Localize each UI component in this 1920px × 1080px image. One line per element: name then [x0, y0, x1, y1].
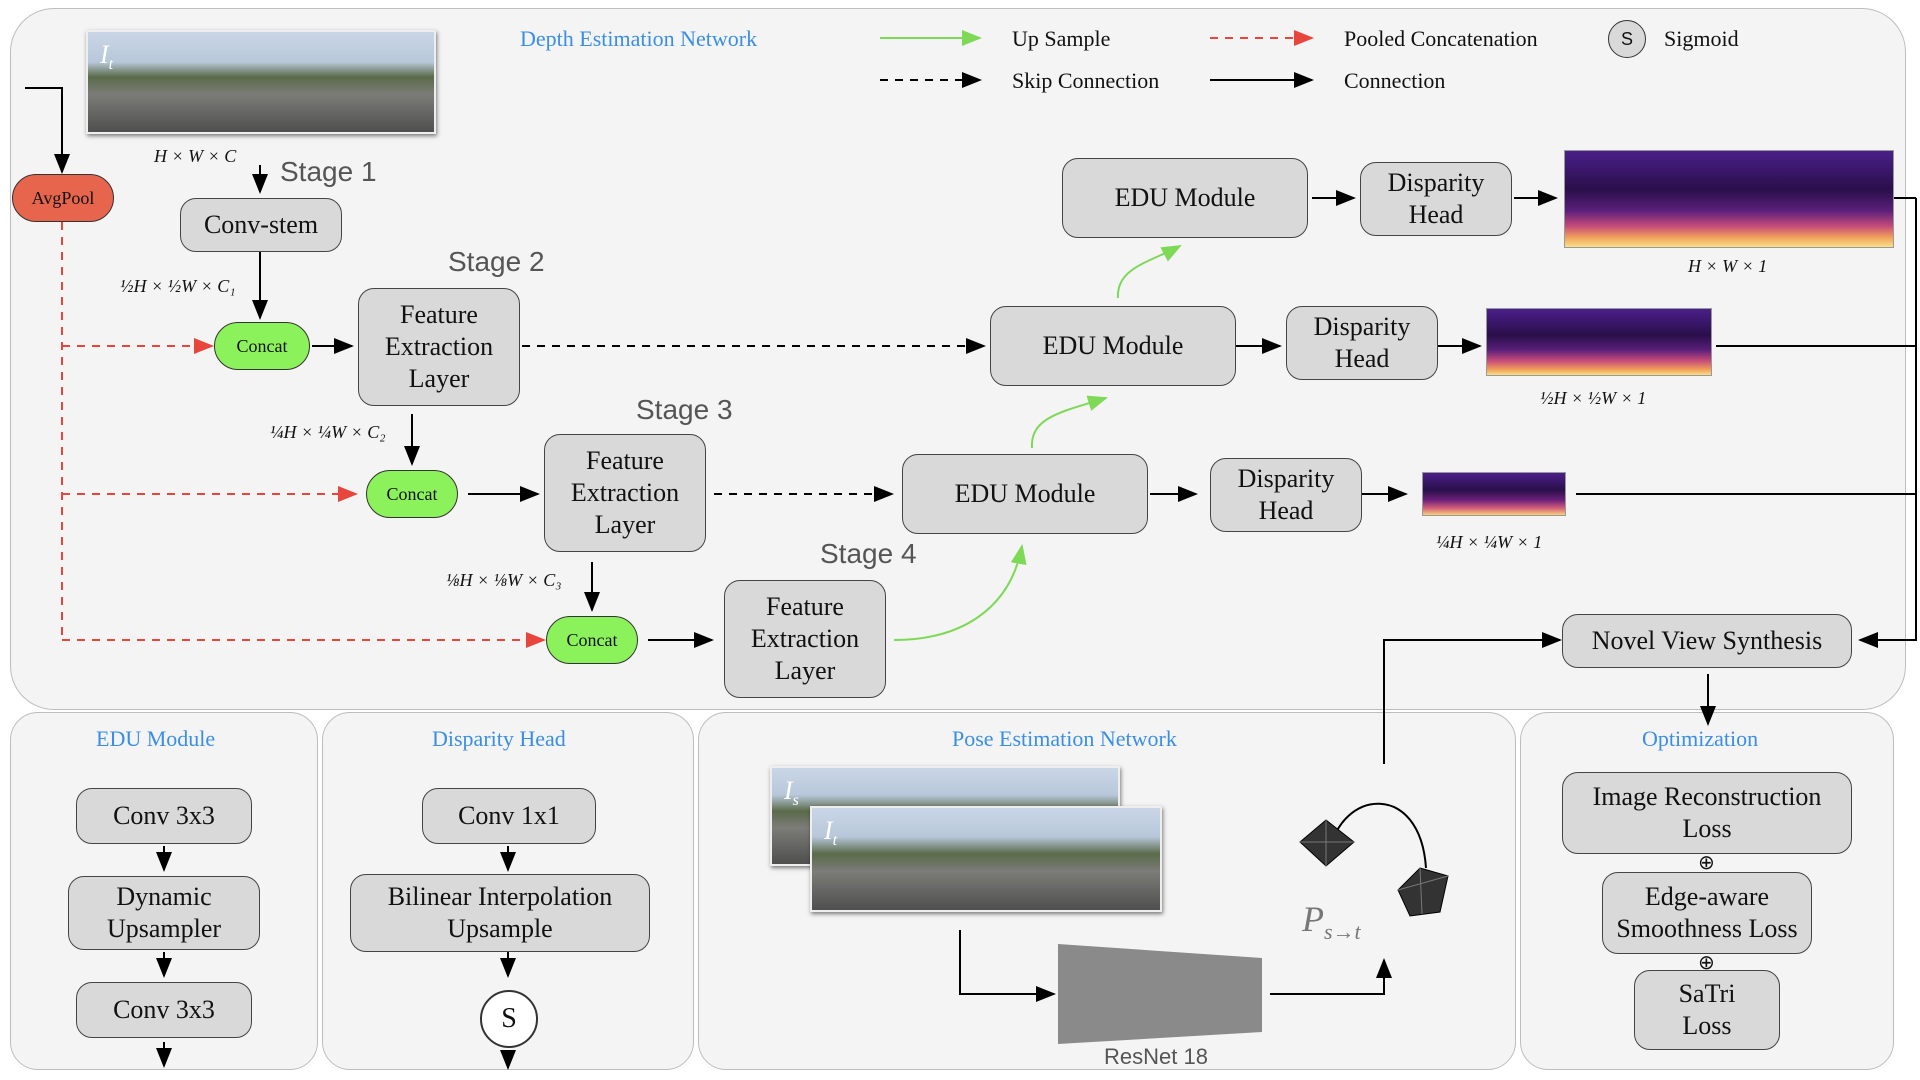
octahedron-left-icon — [1299, 819, 1355, 867]
resnet-trapezoid — [1058, 944, 1262, 1044]
disparity-map-full — [1564, 150, 1894, 248]
disparity-map-quarter — [1422, 472, 1566, 516]
disparity-head-title: Disparity Head — [432, 726, 566, 751]
edu-conv3x3-b: Conv 3x3 — [76, 982, 252, 1038]
edu-conv3x3-a: Conv 3x3 — [76, 788, 252, 844]
disparity-head-bottom: Disparity Head — [1210, 458, 1362, 532]
legend-sigmoid-icon: S — [1608, 20, 1646, 58]
disp-conv1x1: Conv 1x1 — [422, 788, 596, 844]
resnet-label: ResNet 18 — [1104, 1044, 1208, 1069]
depth-network-title: Depth Estimation Network — [520, 26, 758, 51]
novel-view-synthesis-block: Novel View Synthesis — [1562, 614, 1852, 668]
dims-stage1: ½H × ½W × C₁ — [120, 276, 236, 296]
output-dims-quarter: ¼H × ¼W × 1 — [1436, 532, 1543, 552]
satri-loss: SaTri Loss — [1634, 970, 1780, 1050]
optimization-title: Optimization — [1642, 726, 1759, 751]
dims-stage2: ¼H × ¼W × C₂ — [270, 422, 386, 442]
feature-extraction-layer-3: Feature Extraction Layer — [544, 434, 706, 552]
legend-connection-label: Connection — [1344, 68, 1446, 93]
input-image-it: It — [86, 30, 436, 134]
feature-extraction-layer-4: Feature Extraction Layer — [724, 580, 886, 698]
concat-node-2: Concat — [366, 470, 458, 518]
input-image-label: It — [100, 40, 114, 74]
legend-pooled-label: Pooled Concatenation — [1344, 26, 1538, 51]
output-dims-half: ½H × ½W × 1 — [1540, 388, 1647, 408]
disparity-head-middle: Disparity Head — [1286, 306, 1438, 380]
input-dims: H × W × C — [154, 146, 237, 166]
feature-extraction-layer-2: Feature Extraction Layer — [358, 288, 520, 406]
edge-aware-smoothness-loss: Edge-aware Smoothness Loss — [1602, 872, 1812, 954]
conv-stem-block: Conv-stem — [180, 198, 342, 252]
pose-image-it-label: It — [824, 816, 838, 850]
pose-image-is-label: Is — [784, 776, 799, 810]
edu-module-top: EDU Module — [1062, 158, 1308, 238]
output-dims-full: H × W × 1 — [1688, 256, 1768, 276]
disparity-map-half — [1486, 308, 1712, 376]
pose-image-it: It — [810, 806, 1162, 912]
octahedron-right-icon — [1397, 867, 1449, 917]
concat-node-3: Concat — [546, 616, 638, 664]
sigmoid-icon: S — [480, 990, 538, 1048]
plus-icon-2: ⊕ — [1698, 950, 1715, 974]
edu-module-middle: EDU Module — [990, 306, 1236, 386]
edu-module-bottom: EDU Module — [902, 454, 1148, 534]
legend-skip-label: Skip Connection — [1012, 68, 1160, 93]
avgpool-node: AvgPool — [12, 174, 114, 222]
concat-node-1: Concat — [214, 322, 310, 370]
legend-upsample-label: Up Sample — [1012, 26, 1111, 51]
pose-transform-label: Ps→t — [1302, 899, 1361, 945]
disparity-head-top: Disparity Head — [1360, 162, 1512, 236]
plus-icon-1: ⊕ — [1698, 850, 1715, 874]
legend-sigmoid-label: Sigmoid — [1664, 26, 1739, 51]
edu-module-title: EDU Module — [96, 726, 216, 751]
edu-dynamic-upsampler: Dynamic Upsampler — [68, 876, 260, 950]
image-reconstruction-loss: Image Reconstruction Loss — [1562, 772, 1852, 854]
pose-network-title: Pose Estimation Network — [952, 726, 1177, 751]
stage-4-label: Stage 4 — [820, 538, 917, 569]
dims-stage3: ⅛H × ⅛W × C₃ — [446, 570, 562, 590]
stage-1-label: Stage 1 — [280, 156, 377, 187]
stage-2-label: Stage 2 — [448, 246, 545, 277]
stage-3-label: Stage 3 — [636, 394, 733, 425]
disp-bilinear-upsample: Bilinear Interpolation Upsample — [350, 874, 650, 952]
